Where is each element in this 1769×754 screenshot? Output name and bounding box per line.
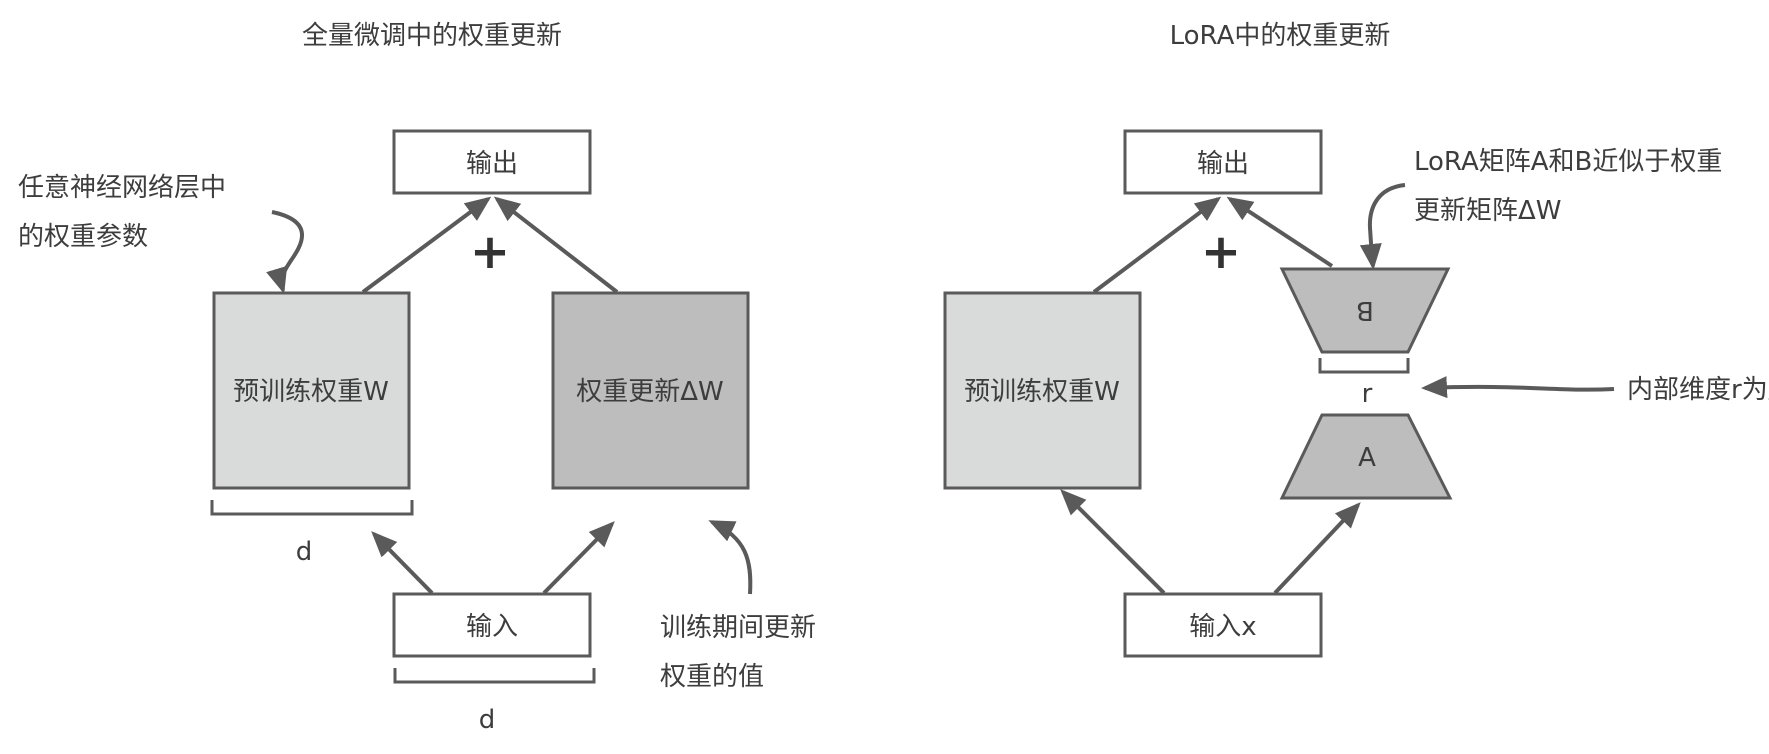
left-dim-d-label: d — [296, 537, 313, 567]
left-output-box — [392, 129, 592, 195]
right-title: LoRA中的权重更新 — [1170, 21, 1391, 51]
right-input-label: 输入x — [1189, 612, 1256, 642]
lora-matrix-b-label: B — [1356, 295, 1374, 325]
left-annotation-layer-line2: 的权重参数 — [18, 222, 148, 252]
left-delta-label: 权重更新ΔW — [576, 377, 724, 407]
left-annotation-layer-arrow — [266, 210, 304, 294]
right-annotation-lora-line2: 更新矩阵ΔW — [1414, 196, 1562, 226]
right-arrow-pretrained-to-output — [1092, 196, 1222, 294]
left-pretrained-dimension-bracket — [210, 500, 414, 516]
left-input-box — [392, 592, 592, 658]
right-output-box — [1123, 129, 1323, 195]
right-input-box — [1123, 592, 1323, 658]
left-delta-weights-box — [551, 291, 750, 490]
left-arrow-input-to-delta — [542, 521, 615, 595]
left-output-label: 输出 — [466, 149, 518, 179]
lora-matrix-b — [1279, 267, 1451, 354]
left-annotation-layer-line1: 任意神经网络层中 — [18, 173, 226, 203]
left-arrow-input-to-pretrained — [371, 531, 434, 595]
right-arrow-input-to-a — [1273, 502, 1361, 595]
right-annotation-lora-arrow — [1359, 183, 1406, 270]
left-arrow-pretrained-to-output — [361, 196, 492, 294]
left-annotation-update-line2: 权重的值 — [660, 662, 764, 692]
lora-rank-label: r — [1362, 379, 1373, 409]
left-annotation-update-line1: 训练期间更新 — [660, 613, 816, 643]
left-input-dimension-bracket — [393, 668, 596, 684]
right-pretrained-weights-box — [943, 291, 1142, 490]
right-plus-sign: + — [1201, 224, 1241, 280]
right-annotation-rank-arrow — [1421, 376, 1615, 399]
right-annotation-rank: 内部维度r为超参数 — [1627, 375, 1769, 405]
right-pretrained-label: 预训练权重W — [964, 377, 1120, 407]
lora-matrix-a-label: A — [1358, 443, 1376, 473]
left-input-label: 输入 — [466, 612, 518, 642]
right-arrow-input-to-pretrained — [1060, 489, 1166, 595]
lora-matrix-a — [1279, 413, 1453, 500]
left-pretrained-weights-box — [212, 291, 411, 490]
left-title: 全量微调中的权重更新 — [302, 21, 562, 51]
left-pretrained-label: 预训练权重W — [233, 377, 389, 407]
right-annotation-lora-line1: LoRA矩阵A和B近似于权重 — [1414, 147, 1722, 177]
right-arrow-b-to-output — [1226, 196, 1334, 268]
left-arrow-delta-to-output — [493, 196, 619, 294]
lora-rank-bracket — [1318, 358, 1410, 374]
right-output-label: 输出 — [1197, 149, 1249, 179]
left-input-dim-d-label: d — [479, 705, 496, 735]
left-plus-sign: + — [470, 224, 510, 280]
left-annotation-update-arrow — [708, 520, 753, 595]
